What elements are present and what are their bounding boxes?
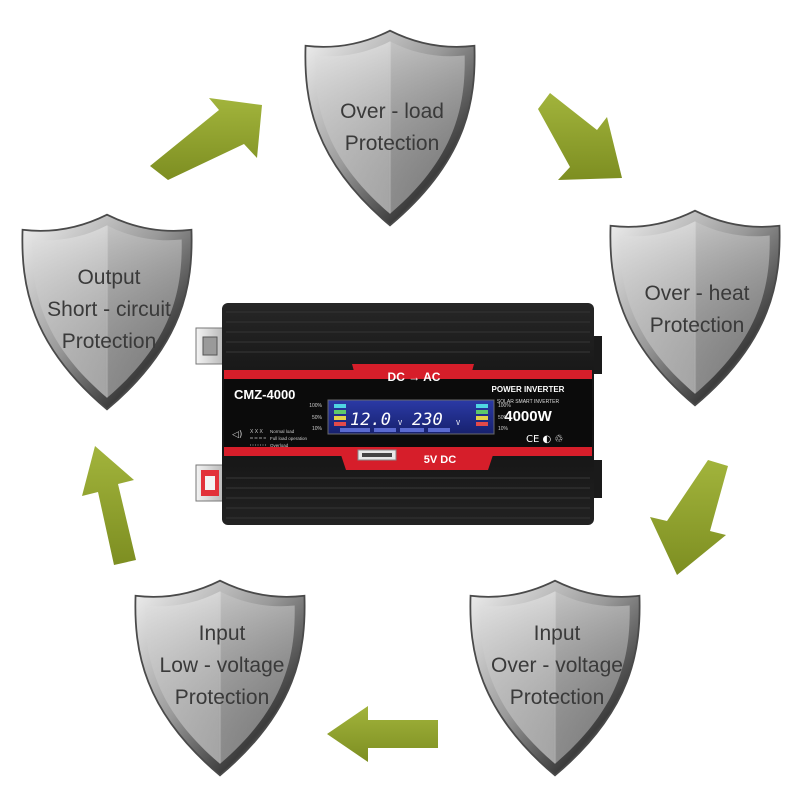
side-port-upper <box>592 336 602 374</box>
usb-port <box>357 449 397 461</box>
load-scale-left: 100% 50% 10% <box>309 403 322 432</box>
shield-icon <box>609 209 781 407</box>
shield-input-low-voltage-line-2: Low - voltage <box>160 654 285 677</box>
arrow-input-overvoltage-to-input-lowvoltage <box>327 706 438 762</box>
lcd-output-voltage: 230 <box>412 410 443 430</box>
svg-text:10%: 10% <box>312 426 323 432</box>
svg-text:100%: 100% <box>498 403 511 409</box>
certification-icons: CE ◐ ♲ <box>526 434 563 445</box>
legend-normal-load: Normal load <box>270 429 295 434</box>
lcd-input-voltage: 12.0 <box>350 410 391 430</box>
lcd-output-unit: V <box>456 419 461 427</box>
product-subtitle: SOLAR SMART INVERTER <box>497 399 560 405</box>
legend-overload: Overload <box>270 443 289 448</box>
legend-symbols: X X X <box>250 429 263 435</box>
arrow-input-lowvoltage-to-output <box>82 446 136 565</box>
shield-input-over-voltage-line-1: Input <box>534 622 581 645</box>
arrow-overload-to-overheat <box>538 93 622 180</box>
heatsink-fins <box>226 311 590 519</box>
shield-output-short-circuit-line-1: Output <box>77 266 140 289</box>
usb-label: 5V DC <box>424 454 456 466</box>
lcd-bar-right <box>476 404 488 426</box>
side-port-lower <box>592 460 602 498</box>
product-title: POWER INVERTER <box>492 385 565 394</box>
arrow-overheat-to-input-overvoltage <box>650 460 728 575</box>
lcd-input-unit: V <box>398 419 403 427</box>
svg-text:100%: 100% <box>309 403 322 409</box>
load-scale-right: 100% 50% 10% <box>498 403 511 432</box>
terminal-positive <box>195 327 225 365</box>
power-inverter-device: DC → AC CMZ-4000 POWER INVERTER SOLAR SM… <box>195 303 602 525</box>
shield-over-heat-line-1: Over - heat <box>644 282 749 305</box>
buzzer-icon: ◁) <box>232 430 242 440</box>
svg-text:50%: 50% <box>312 415 323 421</box>
lcd-display: 12.0 V 230 V <box>327 399 495 435</box>
power-rating: 4000W <box>504 408 552 425</box>
shield-output-short-circuit-line-2: Short - circuit <box>47 298 171 321</box>
shield-icon <box>134 579 306 777</box>
shield-output-short-circuit-line-3: Protection <box>62 330 157 353</box>
shield-over-heat: Over - heat Protection <box>609 209 781 407</box>
svg-text:10%: 10% <box>498 426 509 432</box>
shield-input-over-voltage: Input Over - voltage Protection <box>469 579 641 777</box>
model-label: CMZ-4000 <box>234 387 295 402</box>
shield-output-short-circuit: Output Short - circuit Protection <box>21 213 193 411</box>
status-legend: ◁) X X X Normal load Full load operation… <box>232 429 308 448</box>
shield-over-load-line-1: Over - load <box>340 100 444 123</box>
shield-over-load: Over - load Protection <box>304 29 476 227</box>
shield-input-low-voltage-line-3: Protection <box>175 686 270 709</box>
arrow-output-to-overload <box>150 98 262 180</box>
shield-input-low-voltage-line-1: Input <box>199 622 246 645</box>
legend-full-load: Full load operation <box>270 436 308 441</box>
shield-input-low-voltage: Input Low - voltage Protection <box>134 579 306 777</box>
shield-input-over-voltage-line-3: Protection <box>510 686 605 709</box>
shield-over-heat-line-2: Protection <box>650 314 745 337</box>
shield-icon <box>469 579 641 777</box>
shield-over-load-line-2: Protection <box>345 132 440 155</box>
svg-text:50%: 50% <box>498 415 509 421</box>
mode-label: DC → AC <box>388 370 441 384</box>
shield-icon <box>304 29 476 227</box>
lcd-bar-left <box>334 404 346 426</box>
terminal-negative <box>195 464 225 502</box>
shield-input-over-voltage-line-2: Over - voltage <box>491 654 623 677</box>
